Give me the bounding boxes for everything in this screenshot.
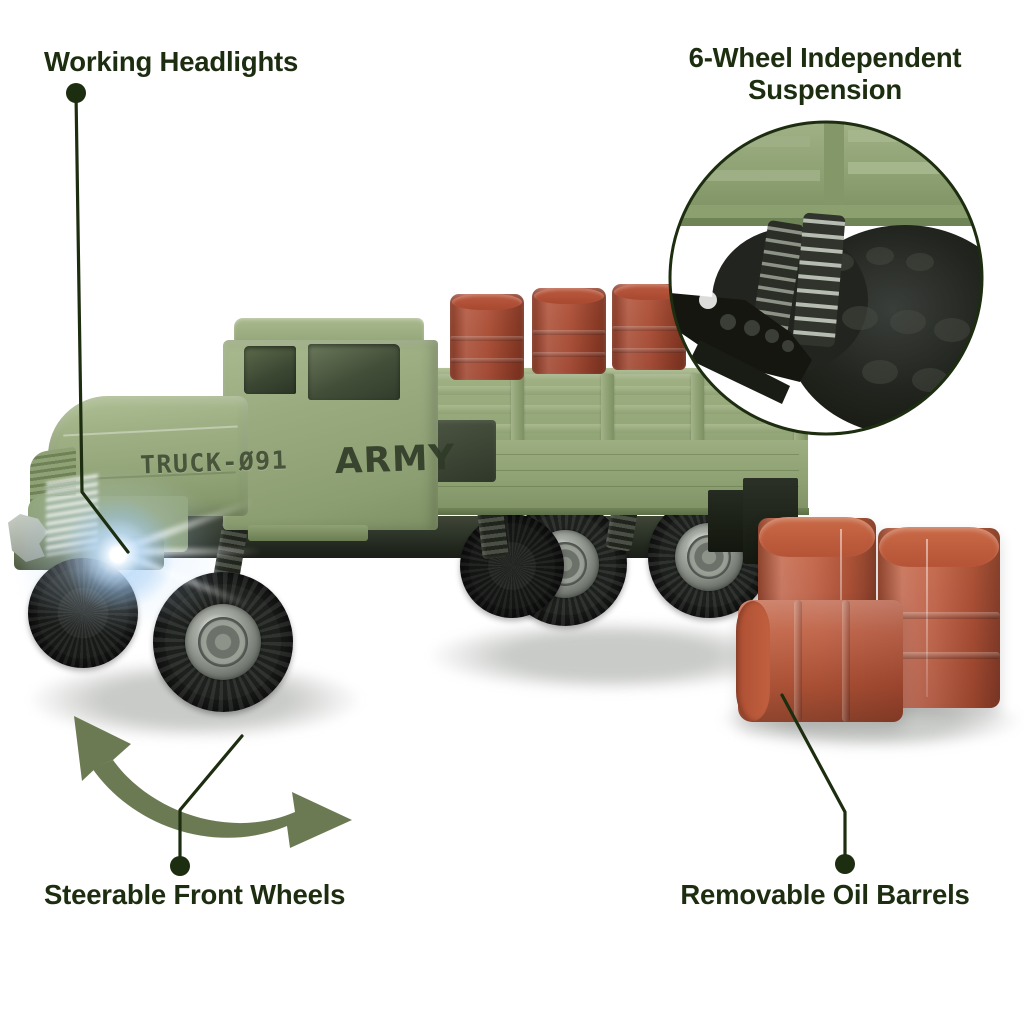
barrel-rib [842, 600, 850, 722]
panel-line [431, 470, 799, 471]
panel-line [431, 454, 799, 455]
callout-label-headlights: Working Headlights [44, 46, 299, 77]
barrel-rib [878, 612, 1000, 619]
barrel-rib [612, 326, 686, 331]
panel-line [431, 486, 799, 487]
barrel-rib [532, 352, 606, 357]
headlight-ray [112, 548, 262, 555]
cab-roof [234, 318, 424, 344]
truck-army-decal: ARMY [334, 437, 457, 483]
bed-oil-barrel [612, 284, 686, 370]
barrel-rib [450, 336, 524, 341]
bed-oil-barrel [532, 288, 606, 374]
cab-rear-window [308, 344, 400, 400]
callout-label-suspension: 6-Wheel Independent Suspension [688, 42, 962, 106]
barrel-rib [878, 652, 1000, 659]
callout-label-barrels: Removable Oil Barrels [680, 879, 970, 910]
bed-slat [429, 405, 801, 414]
barrel-rib [612, 348, 686, 353]
cab-step [248, 525, 368, 541]
callout-label-steerable: Steerable Front Wheels [44, 879, 346, 910]
loose-oil-barrel-lying [736, 600, 903, 722]
barrel-lid [879, 527, 999, 567]
cargo-bed-top-rail [421, 368, 813, 379]
truck-wheel-rear-left [460, 514, 564, 618]
truck-mid-box [428, 420, 496, 482]
cargo-bed-base-shadow [423, 508, 809, 515]
cab-side-window [244, 346, 296, 394]
bed-slat [429, 424, 801, 433]
barrel-seam [926, 538, 928, 698]
bed-slat [429, 386, 801, 395]
barrel-lid [759, 517, 875, 557]
bed-oil-barrel [450, 294, 524, 380]
barrel-rib [450, 358, 524, 363]
barrel-rib [794, 600, 802, 722]
barrel-rib [532, 330, 606, 335]
barrel-end-cap [736, 601, 770, 721]
ground-shadow [430, 620, 790, 692]
grille-light-bleed [46, 473, 98, 557]
